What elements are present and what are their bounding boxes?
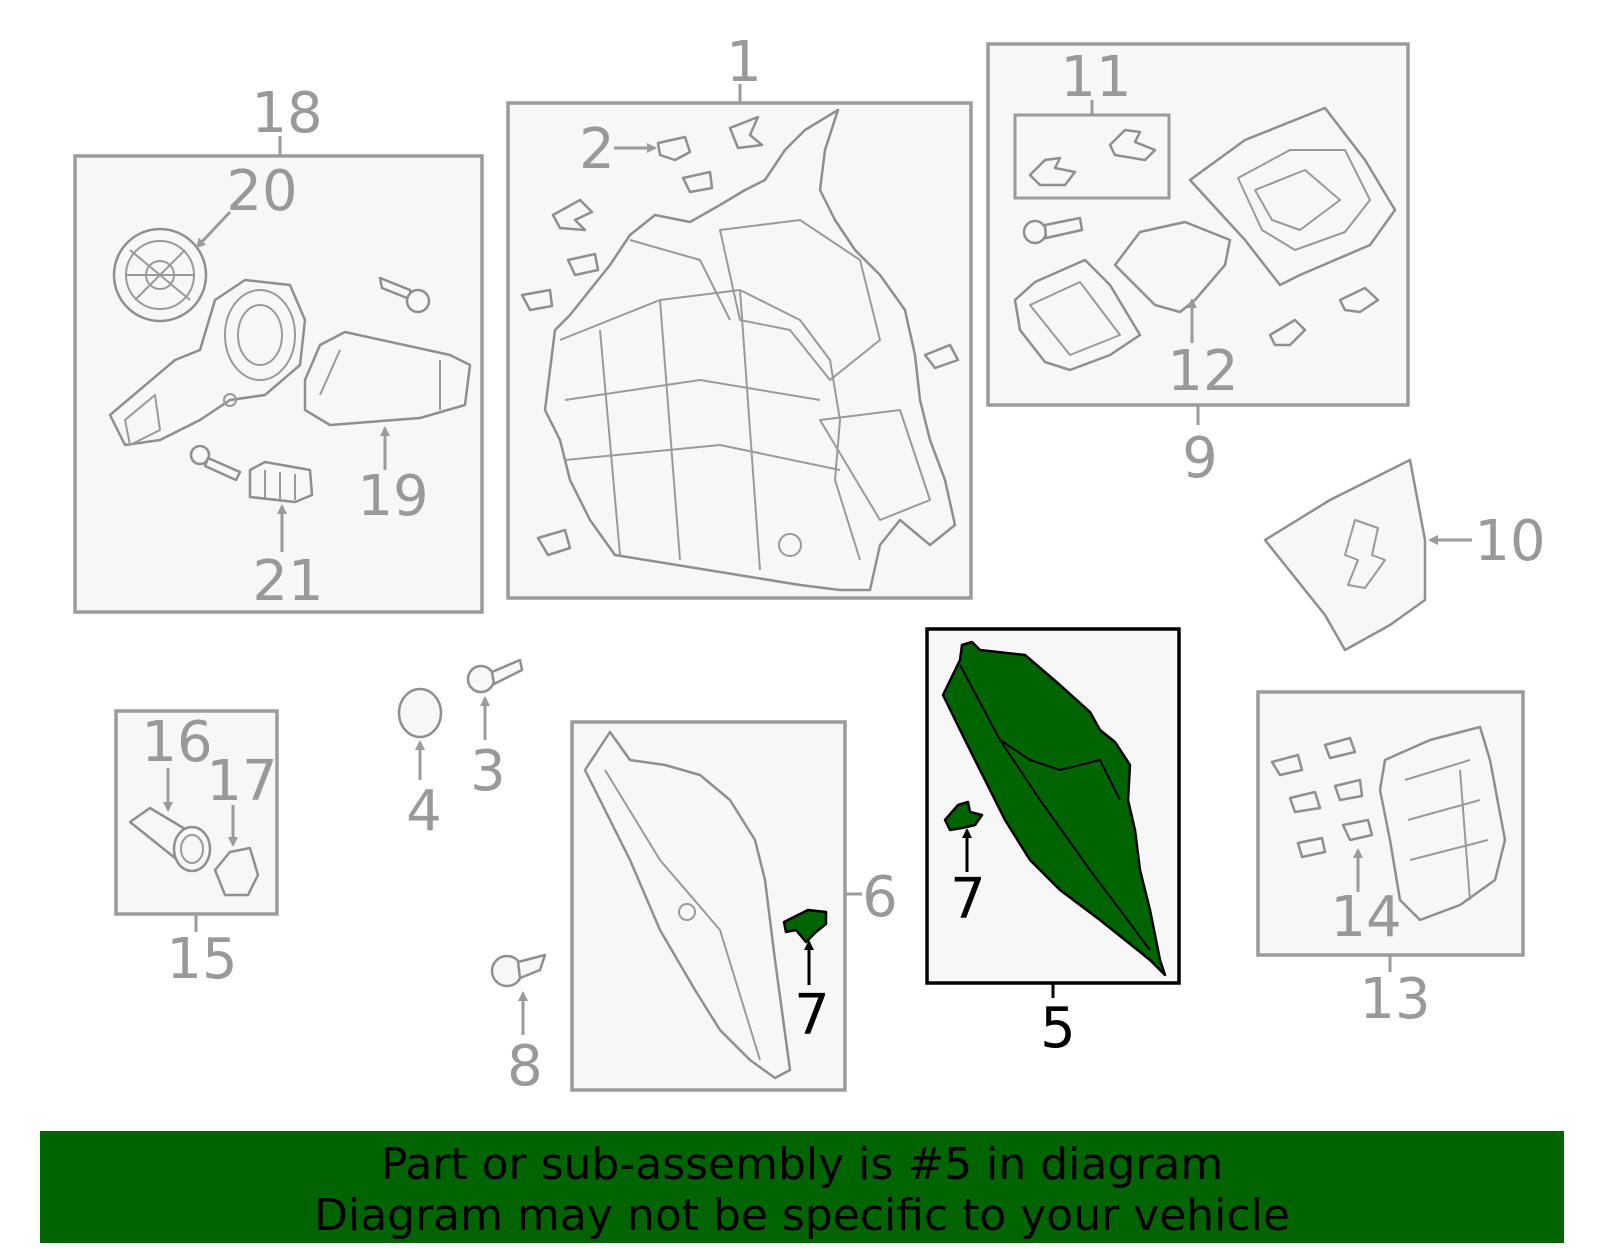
banner-line-2: Diagram may not be specific to your vehi… — [314, 1190, 1290, 1241]
banner-line-1: Part or sub-assembly is #5 in diagram — [380, 1139, 1224, 1190]
callout-14: 14 — [1330, 885, 1401, 950]
console-bezel[interactable] — [1188, 106, 1397, 287]
callout-16: 16 — [141, 710, 212, 775]
shift-panel-part-10[interactable] — [1263, 458, 1472, 652]
callout-13: 13 — [1359, 967, 1430, 1032]
clip-part-7-left[interactable] — [782, 908, 828, 944]
group-5-highlighted-panel[interactable] — [925, 627, 1181, 998]
callout-2: 2 — [579, 117, 615, 182]
socket-part-16[interactable] — [128, 806, 212, 873]
pad-part-12[interactable] — [1113, 220, 1232, 314]
side-panel-part-5[interactable] — [941, 640, 1167, 977]
storage-box[interactable] — [1013, 258, 1142, 372]
blower-fan-part-20[interactable] — [112, 227, 208, 323]
callout-21: 21 — [252, 549, 323, 614]
group-1-quarter-trim-panel[interactable] — [506, 84, 973, 600]
callout-1: 1 — [726, 30, 762, 95]
callout-15: 15 — [166, 927, 237, 992]
group-13-side-trim[interactable] — [1256, 690, 1525, 972]
callout-6: 6 — [862, 865, 898, 930]
clips-part-14[interactable] — [1270, 736, 1374, 859]
group-9-console[interactable] — [986, 42, 1410, 425]
callout-11: 11 — [1060, 45, 1131, 110]
info-banner: Part or sub-assembly is #5 in diagram Di… — [40, 1131, 1564, 1243]
group-18-blower-assembly[interactable] — [73, 136, 484, 614]
blower-housing[interactable] — [108, 278, 307, 447]
callout-9: 9 — [1182, 426, 1218, 491]
duct-cover-part-19[interactable] — [303, 330, 472, 427]
callout-12: 12 — [1167, 339, 1238, 404]
group-15-power-outlet[interactable] — [114, 709, 279, 932]
screw-9[interactable] — [1022, 216, 1084, 245]
callout-20: 20 — [226, 159, 297, 224]
lower-trim-part-6[interactable] — [583, 730, 792, 1080]
grommet-part-4[interactable] — [397, 687, 443, 780]
callout-19: 19 — [357, 464, 428, 529]
clip-part-7-right[interactable] — [943, 800, 984, 832]
callout-4: 4 — [406, 779, 442, 844]
callout-8: 8 — [507, 1034, 543, 1099]
clip-part-8[interactable] — [490, 953, 547, 1035]
screw-part-3[interactable] — [466, 658, 524, 740]
group-6-lower-trim[interactable] — [570, 720, 862, 1092]
screw[interactable] — [378, 276, 431, 314]
callout-3: 3 — [470, 739, 506, 804]
cap-part-17[interactable] — [213, 846, 260, 897]
trim-bracket[interactable] — [1378, 725, 1507, 922]
resistor-part-21[interactable] — [248, 460, 314, 504]
callout-7-left: 7 — [794, 983, 830, 1048]
callout-10: 10 — [1474, 509, 1545, 574]
callout-7-right: 7 — [950, 867, 986, 932]
quarter-trim-panel-part-1[interactable] — [543, 108, 957, 592]
retainer-clips-part-2[interactable] — [520, 115, 960, 557]
bolt[interactable] — [189, 444, 242, 482]
callout-18: 18 — [251, 81, 322, 146]
callout-17: 17 — [206, 749, 277, 814]
clips-part-11[interactable] — [1028, 128, 1157, 187]
callout-5: 5 — [1040, 996, 1076, 1061]
